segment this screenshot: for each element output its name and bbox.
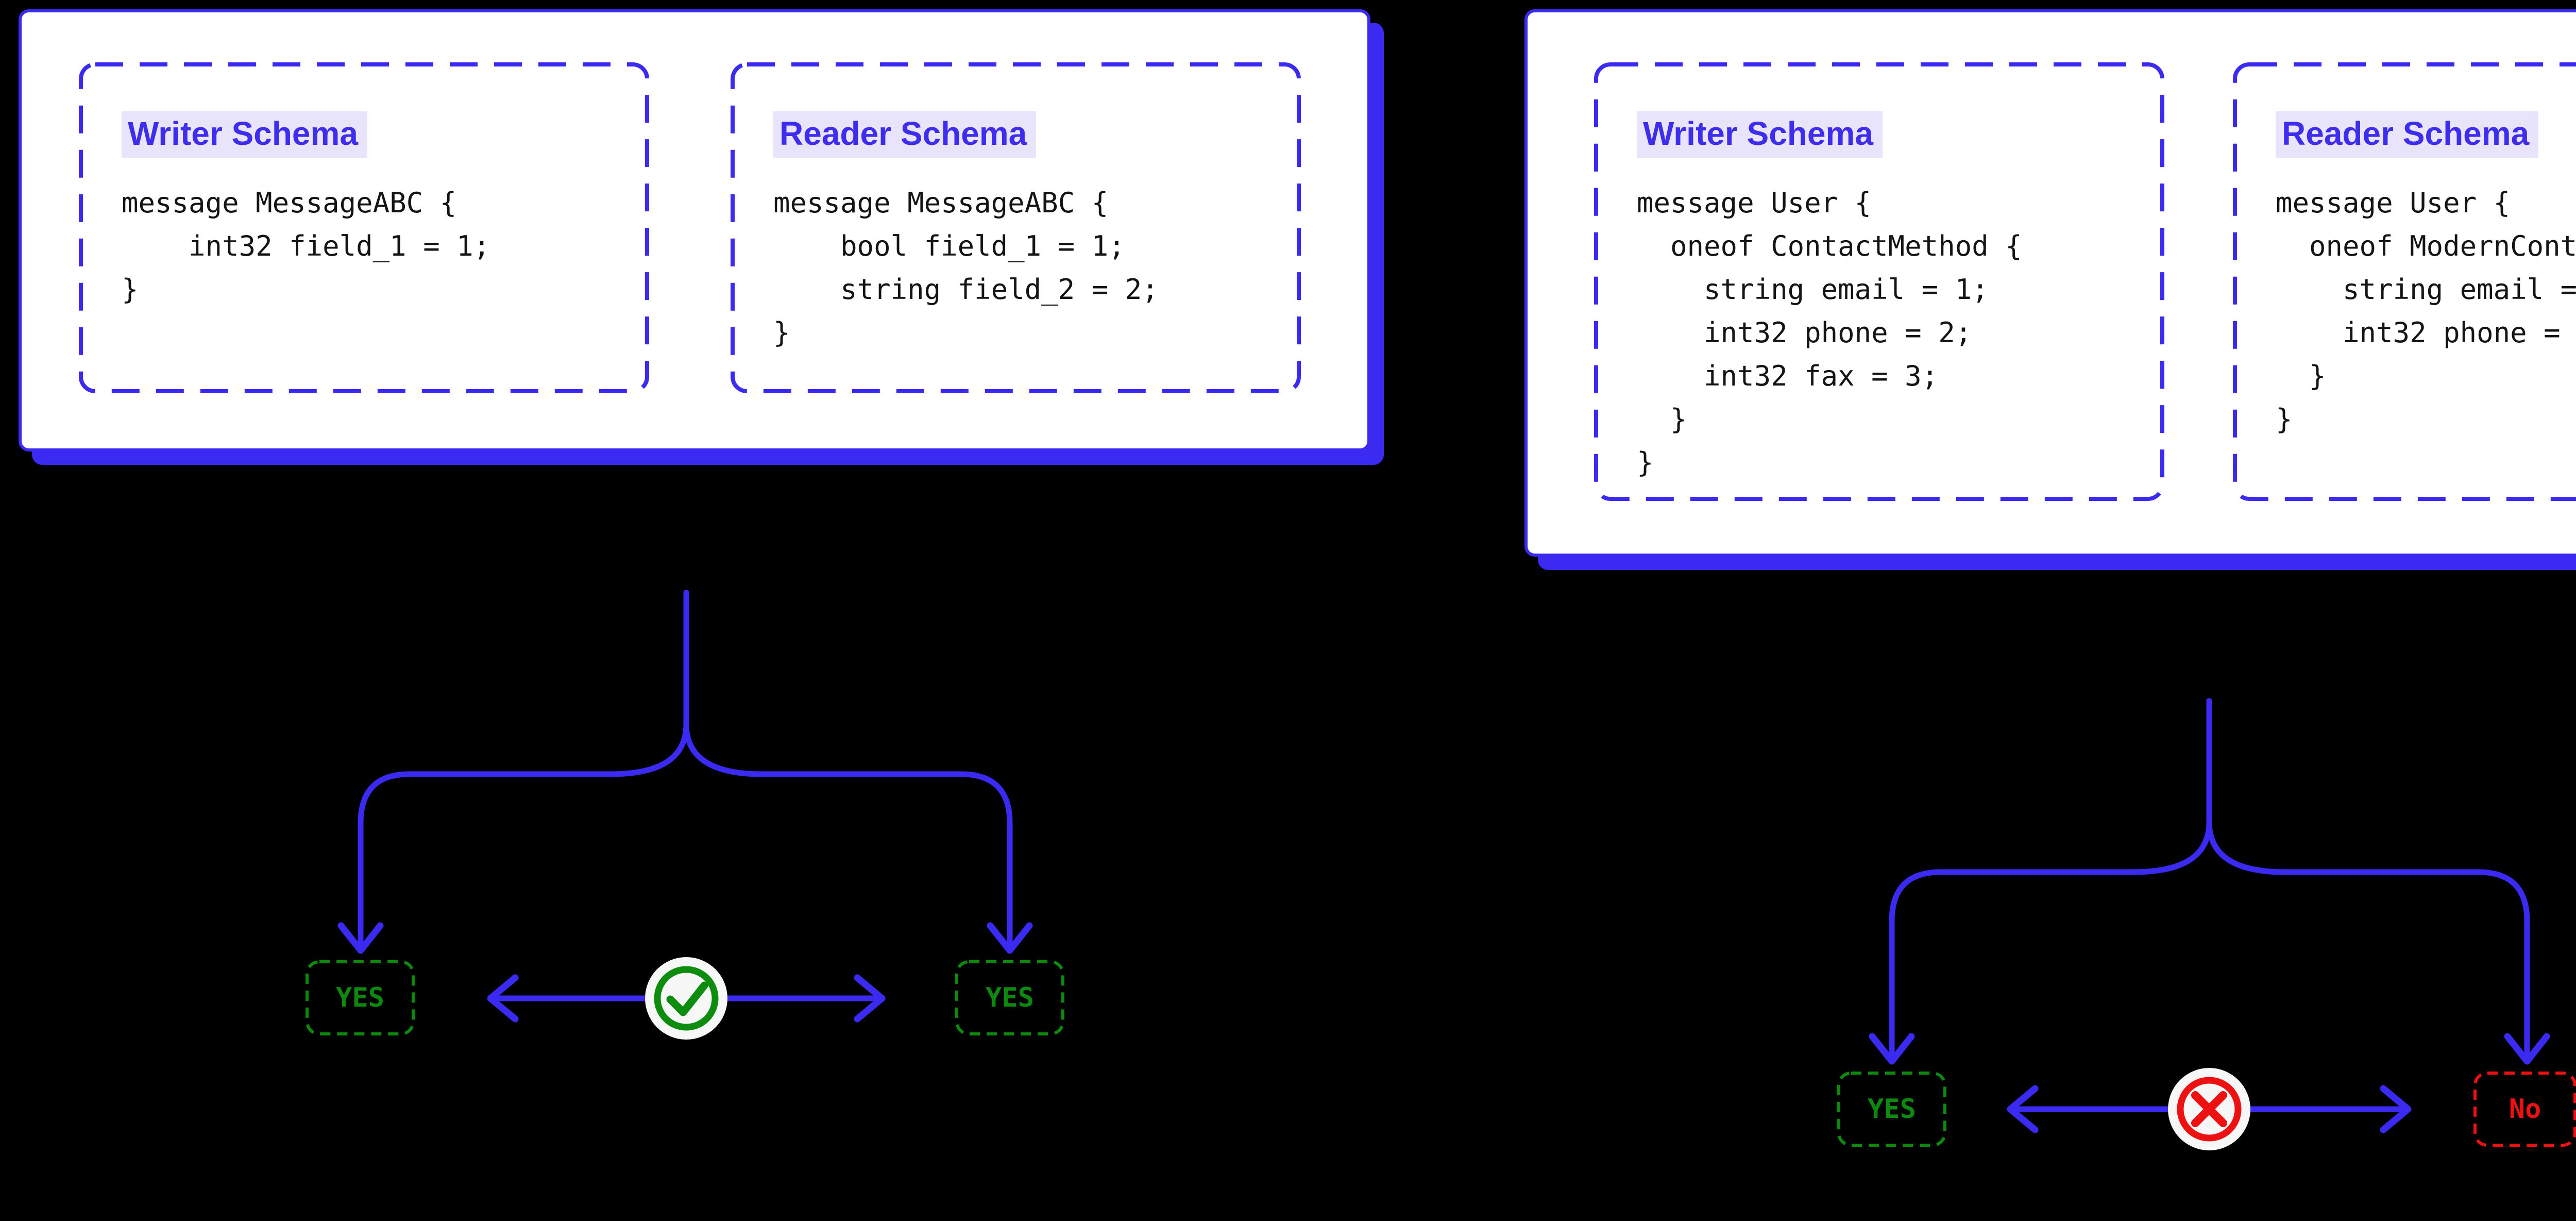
reader-schema-box: Reader Schema message User { oneof Moder… bbox=[2232, 62, 2576, 501]
schema-title: Reader Schema bbox=[773, 111, 1037, 158]
arrowhead-left-icon bbox=[2007, 1085, 2039, 1133]
dashed-border bbox=[2233, 62, 2576, 501]
result-label: YES bbox=[336, 982, 384, 1013]
schema-title: Writer Schema bbox=[122, 111, 367, 158]
compatible-example-card: Writer Schema message MessageABC { int32… bbox=[19, 9, 1370, 451]
dashed-border bbox=[306, 960, 415, 1035]
arrowhead-right-icon bbox=[854, 974, 886, 1023]
cross-circle-icon bbox=[2168, 1068, 2250, 1150]
dashed-border bbox=[955, 960, 1064, 1035]
schema-code: message User { oneof ModernContactMethod… bbox=[2276, 187, 2576, 436]
right-branch-connector bbox=[1869, 698, 2550, 1065]
arrowhead-right-icon bbox=[2380, 1085, 2412, 1133]
writer-schema-box: Writer Schema message User { oneof Conta… bbox=[1594, 62, 2165, 501]
reader-result-box: No bbox=[2473, 1071, 2576, 1147]
arrowhead-down-icon bbox=[2504, 1033, 2550, 1065]
dashed-border bbox=[79, 62, 649, 393]
dashed-border bbox=[2473, 1072, 2576, 1147]
result-label: YES bbox=[986, 982, 1034, 1013]
writer-result-box: YES bbox=[305, 960, 415, 1036]
schema-code: message MessageABC { bool field_1 = 1; s… bbox=[773, 187, 1159, 349]
check-circle-icon bbox=[645, 957, 727, 1040]
left-branch-connector bbox=[337, 590, 1033, 954]
arrowhead-down-icon bbox=[337, 922, 384, 954]
dashed-border bbox=[1837, 1072, 1946, 1147]
result-label: YES bbox=[1868, 1094, 1916, 1125]
arrowhead-down-icon bbox=[987, 922, 1033, 954]
schema-title: Writer Schema bbox=[1637, 111, 1883, 158]
reader-result-box: YES bbox=[955, 960, 1065, 1036]
arrowhead-left-icon bbox=[487, 974, 519, 1023]
dashed-border bbox=[1594, 62, 2164, 501]
dashed-border bbox=[731, 62, 1301, 393]
schema-title: Reader Schema bbox=[2276, 111, 2539, 158]
reader-schema-box: Reader Schema message MessageABC { bool … bbox=[730, 62, 1301, 394]
arrowhead-down-icon bbox=[1869, 1033, 1915, 1065]
writer-result-box: YES bbox=[1837, 1071, 1947, 1147]
result-label: No bbox=[2509, 1094, 2541, 1125]
schema-code: message MessageABC { int32 field_1 = 1; … bbox=[122, 187, 490, 306]
writer-schema-box: Writer Schema message MessageABC { int32… bbox=[78, 62, 650, 394]
schema-code: message User { oneof ContactMethod { str… bbox=[1637, 187, 2022, 479]
incompatible-example-card: Writer Schema message User { oneof Conta… bbox=[1524, 9, 2576, 557]
